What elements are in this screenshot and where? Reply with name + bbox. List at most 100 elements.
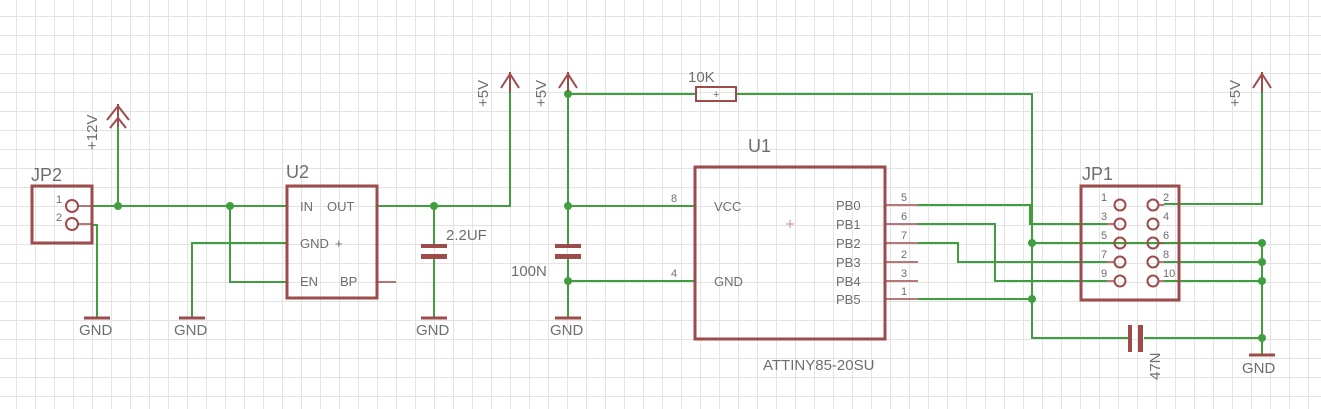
jp1-body bbox=[1079, 184, 1181, 302]
wire-pb2 bbox=[918, 242, 1107, 263]
junctions bbox=[114, 90, 1266, 342]
u1-body bbox=[693, 165, 887, 341]
c100-plate-bottom bbox=[555, 254, 581, 259]
jp1-pad bbox=[1113, 198, 1127, 212]
c22-plate-top bbox=[421, 244, 447, 248]
u1-pin-num: 6 bbox=[901, 211, 907, 223]
wire-pb1 bbox=[918, 223, 1107, 282]
jp1-pad bbox=[1146, 217, 1160, 231]
u1-vcc-label: VCC bbox=[714, 199, 741, 214]
jp2-pin1-num: 1 bbox=[56, 194, 62, 206]
jp2-pin2-num: 2 bbox=[56, 212, 62, 224]
junction-dot bbox=[1258, 239, 1266, 247]
ground-1: GND bbox=[79, 316, 113, 339]
arrow-up-icon bbox=[1252, 72, 1272, 92]
c100-plate-top bbox=[555, 244, 581, 248]
jp1-pin-num: 4 bbox=[1163, 211, 1169, 223]
junction-dot bbox=[1258, 334, 1266, 342]
u1-pin-name: PB1 bbox=[836, 217, 861, 232]
junction-dot bbox=[1028, 295, 1036, 303]
jp1-pin-num: 10 bbox=[1163, 268, 1175, 280]
u1-vcc-num: 8 bbox=[671, 193, 677, 205]
junction-dot bbox=[564, 202, 572, 210]
arrow-up-icon bbox=[500, 72, 520, 92]
supply-5v-c-label: +5V bbox=[1227, 80, 1244, 107]
wire-jp2-gnd bbox=[92, 224, 98, 318]
u2-pin-en: EN bbox=[300, 274, 318, 289]
jp1-pad bbox=[1146, 198, 1160, 212]
jp2-body bbox=[30, 184, 94, 245]
resistor-plus: + bbox=[713, 89, 719, 101]
ground-label: GND bbox=[79, 322, 113, 339]
junction-dot bbox=[1258, 258, 1266, 266]
u1-pin-name: PB3 bbox=[836, 255, 861, 270]
junction-dot bbox=[1028, 239, 1036, 247]
ground-5: GND bbox=[1242, 353, 1276, 377]
u2-pin-in: IN bbox=[300, 199, 313, 214]
supply-12v-label: +12V bbox=[84, 115, 101, 150]
jp1-pin-num: 9 bbox=[1101, 268, 1107, 280]
junction-dot bbox=[564, 90, 572, 98]
jp2-pin1-pad bbox=[65, 199, 79, 213]
u1-pin-num: 1 bbox=[901, 286, 907, 298]
resistor-value: 10K bbox=[688, 69, 715, 86]
u2-label: U2 bbox=[286, 162, 309, 182]
ground-label: GND bbox=[174, 322, 208, 339]
wire-out-5v bbox=[377, 90, 511, 207]
junction-dot bbox=[1258, 277, 1266, 285]
u2-pin-bp: BP bbox=[340, 274, 357, 289]
jp1-pin-num: 7 bbox=[1101, 249, 1107, 261]
jp1-pin-num: 5 bbox=[1101, 230, 1107, 242]
jp1-pad bbox=[1146, 274, 1160, 288]
c100-value: 100N bbox=[511, 263, 547, 280]
junction-dot bbox=[114, 202, 122, 210]
junction-dot bbox=[226, 202, 234, 210]
junction-dot bbox=[430, 202, 438, 210]
jp1-header[interactable]: JP1 1 3 5 7 9 2 4 6 8 10 bbox=[1079, 164, 1181, 302]
u1-label: U1 bbox=[748, 136, 771, 156]
u1-pin-name: PB0 bbox=[836, 198, 861, 213]
jp1-pin-num: 8 bbox=[1163, 249, 1169, 261]
u2-body bbox=[285, 184, 379, 300]
ground-3: GND bbox=[416, 316, 450, 339]
arrow-up-icon bbox=[558, 72, 578, 92]
u1-attiny85[interactable]: U1 ATTINY85-20SU VCC GND 8 4 PB0 PB1 PB2… bbox=[671, 136, 918, 374]
junction-dot bbox=[564, 277, 572, 285]
jp1-pad bbox=[1113, 236, 1127, 250]
jp1-pin-num: 1 bbox=[1101, 192, 1107, 204]
capacitor-2u2[interactable]: 2.2UF bbox=[421, 227, 487, 259]
u2-regulator[interactable]: U2 IN OUT GND + EN BP bbox=[285, 162, 396, 300]
jp2-connector[interactable]: JP2 1 2 bbox=[30, 165, 94, 245]
ground-label: GND bbox=[1242, 360, 1276, 377]
wire-pb0 bbox=[918, 204, 1107, 225]
u2-pin-plus: + bbox=[335, 236, 343, 251]
jp2-label: JP2 bbox=[31, 165, 62, 185]
u1-part: ATTINY85-20SU bbox=[763, 357, 874, 374]
supply-5v-c: +5V bbox=[1227, 72, 1272, 107]
jp1-pad bbox=[1146, 236, 1160, 250]
jp1-label: JP1 bbox=[1082, 164, 1113, 184]
resistor-10k[interactable]: + 10K bbox=[688, 69, 737, 102]
u1-pin-name: PB2 bbox=[836, 236, 861, 251]
u1-pin-num: 5 bbox=[901, 192, 907, 204]
capacitor-47n[interactable]: 47N bbox=[1128, 325, 1164, 380]
ground-label: GND bbox=[416, 322, 450, 339]
supply-12v: +12V bbox=[84, 104, 130, 150]
wire-res-right bbox=[736, 93, 1128, 339]
u1-pin-name: PB5 bbox=[836, 292, 861, 307]
capacitor-100n[interactable]: 100N bbox=[511, 244, 581, 280]
jp1-pad bbox=[1113, 217, 1127, 231]
supply-5v-b-label: +5V bbox=[533, 80, 550, 107]
ground-2: GND bbox=[174, 316, 208, 339]
u2-pin-gnd: GND bbox=[300, 236, 329, 251]
u1-pin-num: 7 bbox=[901, 230, 907, 242]
resistor-body bbox=[695, 86, 737, 102]
jp1-pad bbox=[1113, 274, 1127, 288]
c22-value: 2.2UF bbox=[446, 227, 487, 244]
jp1-pad bbox=[1146, 255, 1160, 269]
wire-u2-gnd bbox=[191, 242, 287, 318]
jp1-pin-num: 3 bbox=[1101, 211, 1107, 223]
c47-plate-left bbox=[1128, 325, 1132, 352]
u1-pin-name: PB4 bbox=[836, 274, 861, 289]
